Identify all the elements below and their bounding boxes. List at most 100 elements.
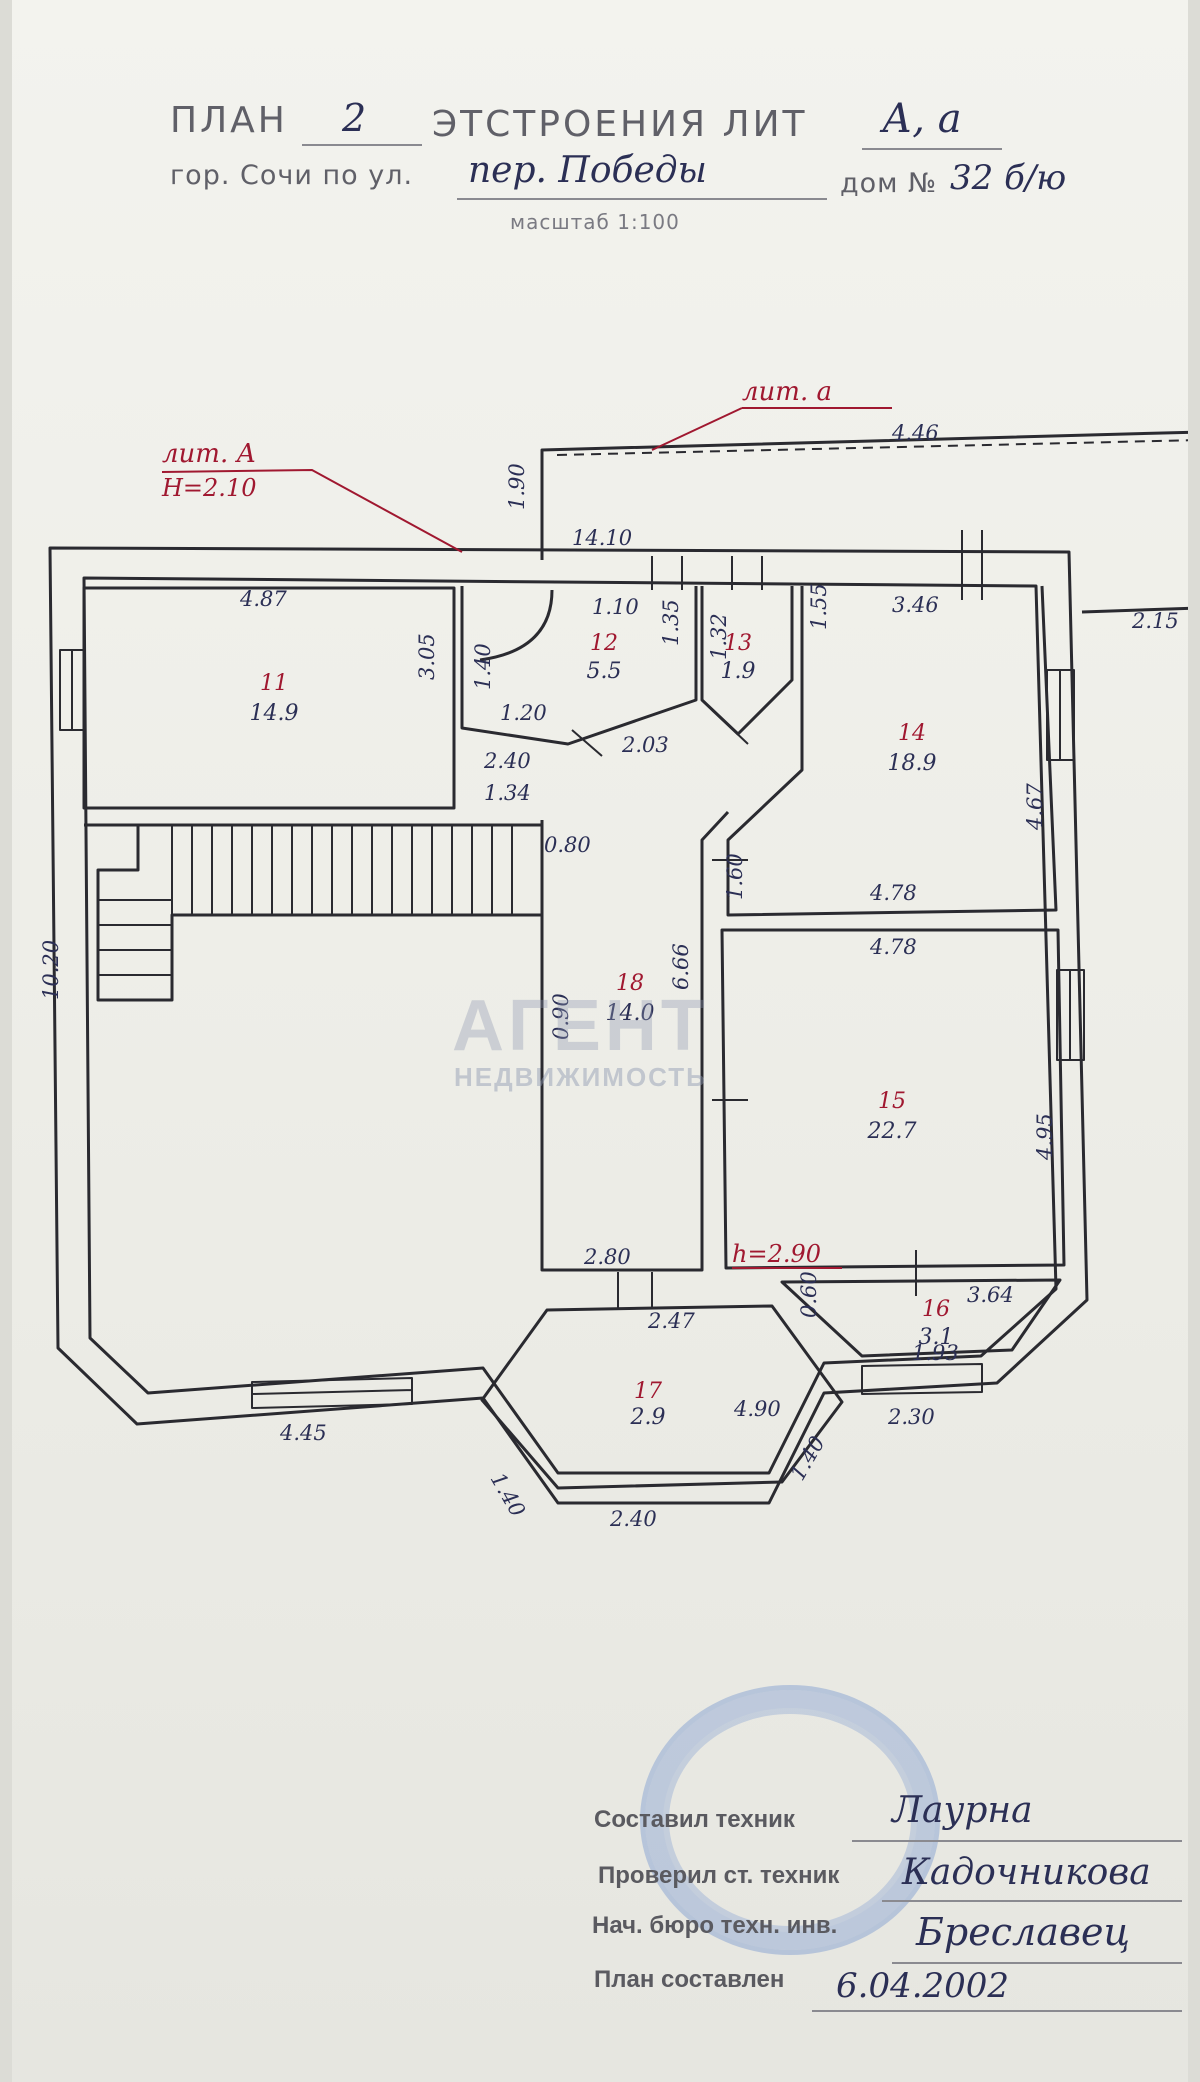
bureau-head-signature: Бреславец [916,1910,1130,1954]
window-bottom-16 [861,1363,983,1395]
document-sheet: ПЛАН 2 ЭТСТРОЕНИЯ ЛИТ А, а гор. Сочи по … [12,0,1188,2082]
dim-label: 4.46 [891,421,939,445]
plan-date-label: План составлен [594,1966,785,1993]
house-label: дом № [840,168,938,199]
room-12-outline [460,586,698,746]
outer-wall-inner [82,576,1058,1475]
dim-label: 2.47 [647,1309,695,1333]
street-underline [457,198,827,200]
dim-label: 1.20 [500,701,547,725]
room-number: 12 [590,631,618,656]
dim-label: 3.64 [967,1283,1014,1307]
room-18-outline [540,810,730,1272]
room-area: 5.5 [587,659,622,684]
window-right-15 [1056,969,1085,1061]
dim-label: 1.60 [723,853,747,900]
checked-by-line [882,1900,1182,1902]
staircase-outline [84,823,544,1002]
room-number: 15 [878,1089,906,1114]
height-note: Н=2.10 [161,474,256,502]
dim-label: 4.45 [279,1421,327,1445]
room-number: 16 [922,1297,950,1322]
room-17-outline [480,1304,844,1490]
dim-label: 0.80 [544,833,591,857]
room-14-outline [726,585,1058,917]
room-number: 13 [724,631,752,656]
dim-label: 1.93 [912,1341,959,1365]
annex-wall-right [1081,606,1188,614]
litera-underline [862,148,1002,150]
dim-label: 2.15 [1131,609,1179,633]
litera: А, а [882,96,962,142]
watermark-brand: АГЕНТ [452,986,709,1066]
room-11-outline [82,586,456,810]
stair-steps [98,825,513,976]
street-name: пер. Победы [468,150,707,191]
scale-note: масштаб 1:100 [510,210,680,234]
plan-date: 6.04.2002 [836,1966,1010,2006]
dim-label: 1.34 [484,781,531,805]
room-area: 2.9 [630,1405,666,1430]
room-number: 11 [260,671,288,696]
floor-underline [302,144,422,146]
lit-a-small-leader-line [651,407,892,451]
dim-label: 0.90 [549,993,573,1040]
dim-label: 1.35 [659,599,683,646]
dim-label: 4.90 [733,1397,781,1421]
dim-label: 4.78 [869,881,917,905]
dim-label: 4.78 [869,935,917,959]
dim-label: 1.40 [471,643,495,690]
dim-label: 4.95 [1033,1113,1057,1161]
room-number: 14 [898,721,926,746]
room-area: 14.9 [250,701,299,726]
dim-label: 1.40 [486,1469,530,1522]
outer-wall-outer [48,546,1089,1505]
dim-label: 1.10 [592,595,639,619]
compiled-by-signature: Лаурна [892,1790,1033,1831]
room-area: 1.9 [721,659,756,684]
dim-label: 0.60 [797,1271,821,1318]
official-stamp [640,1685,940,1955]
lit-a-small-label: лит. а [742,377,832,407]
dim-label: 2.80 [583,1245,631,1269]
room-area: 22.7 [867,1119,917,1144]
room-area: 3.1 [919,1325,954,1350]
dim-label: 4.67 [1023,783,1047,831]
lit-a-label: лит. А [162,439,256,469]
room-height-note: h=2.90 [732,1240,821,1268]
checked-by-signature: Кадочникова [902,1852,1151,1893]
dim-label: 1.55 [807,583,831,630]
dim-label: 2.30 [887,1405,935,1429]
floor-number: 2 [342,96,367,140]
window-bottom [251,1377,413,1409]
dim-label: 3.46 [892,593,939,617]
door-marks [571,530,983,1308]
house-number: 32 б/ю [950,158,1067,198]
room-number: 18 [616,971,644,996]
dim-label: 2.40 [483,749,531,773]
annex-wall [540,430,1188,560]
bureau-head-label: Нач. бюро техн. инв. [592,1912,838,1939]
dim-label: 6.66 [669,943,693,990]
address-prefix: гор. Сочи по ул. [170,160,414,191]
dim-label: 1.32 [707,613,731,660]
room-16-outline [780,1278,1062,1358]
window-right-14 [1046,669,1075,761]
room-area: 14.0 [606,1001,655,1026]
room-12-curve-wall [479,589,554,662]
dim-label: 2.40 [609,1507,657,1531]
room-15-outline [720,928,1066,1270]
dim-label: 3.05 [415,633,439,680]
floor-plan: 4.46 1.90 14.10 2.15 4.87 3.05 1.10 1.35… [39,377,1188,1531]
dim-label: 2.03 [621,733,669,757]
dim-label: 14.10 [572,526,632,550]
plan-title-mid: ЭТСТРОЕНИЯ ЛИТ [432,104,808,145]
checked-by-label: Проверил ст. техник [598,1862,840,1889]
room-number: 17 [634,1379,662,1404]
plan-date-line [812,2010,1182,2012]
dim-label: 10.20 [39,940,63,1000]
compiled-by-line [852,1840,1182,1842]
window-left [59,649,85,731]
lit-a-leader-line [161,468,463,553]
dim-label: 4.87 [239,587,287,611]
